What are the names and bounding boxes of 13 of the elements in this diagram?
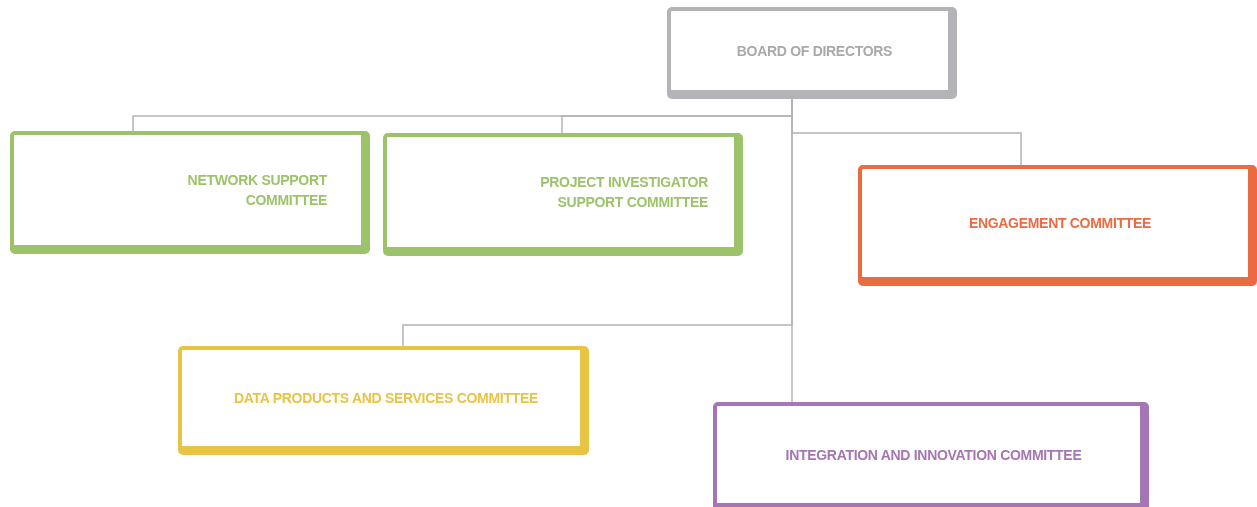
box-title: DATA PRODUCTS AND SERVICES COMMITTEE [234,389,538,408]
committee-box [178,346,589,455]
connector-line [791,97,793,403]
committee-box [383,133,743,256]
box-title: BOARD OF DIRECTORS [736,41,893,61]
committee-box [713,402,1149,507]
box-title: ENGAGEMENT COMMITTEE [968,214,1152,233]
box-title: INTEGRATION AND INNOVATION COMMITTEE [785,445,1082,465]
board-box [667,7,957,99]
box-title: PROJECT INVESTIGATOR SUPPORT COMMITTEE [539,173,708,212]
box-title: NETWORK SUPPORT COMMITTEE [186,171,327,210]
committee-box [10,131,370,254]
committee-box [858,165,1257,286]
